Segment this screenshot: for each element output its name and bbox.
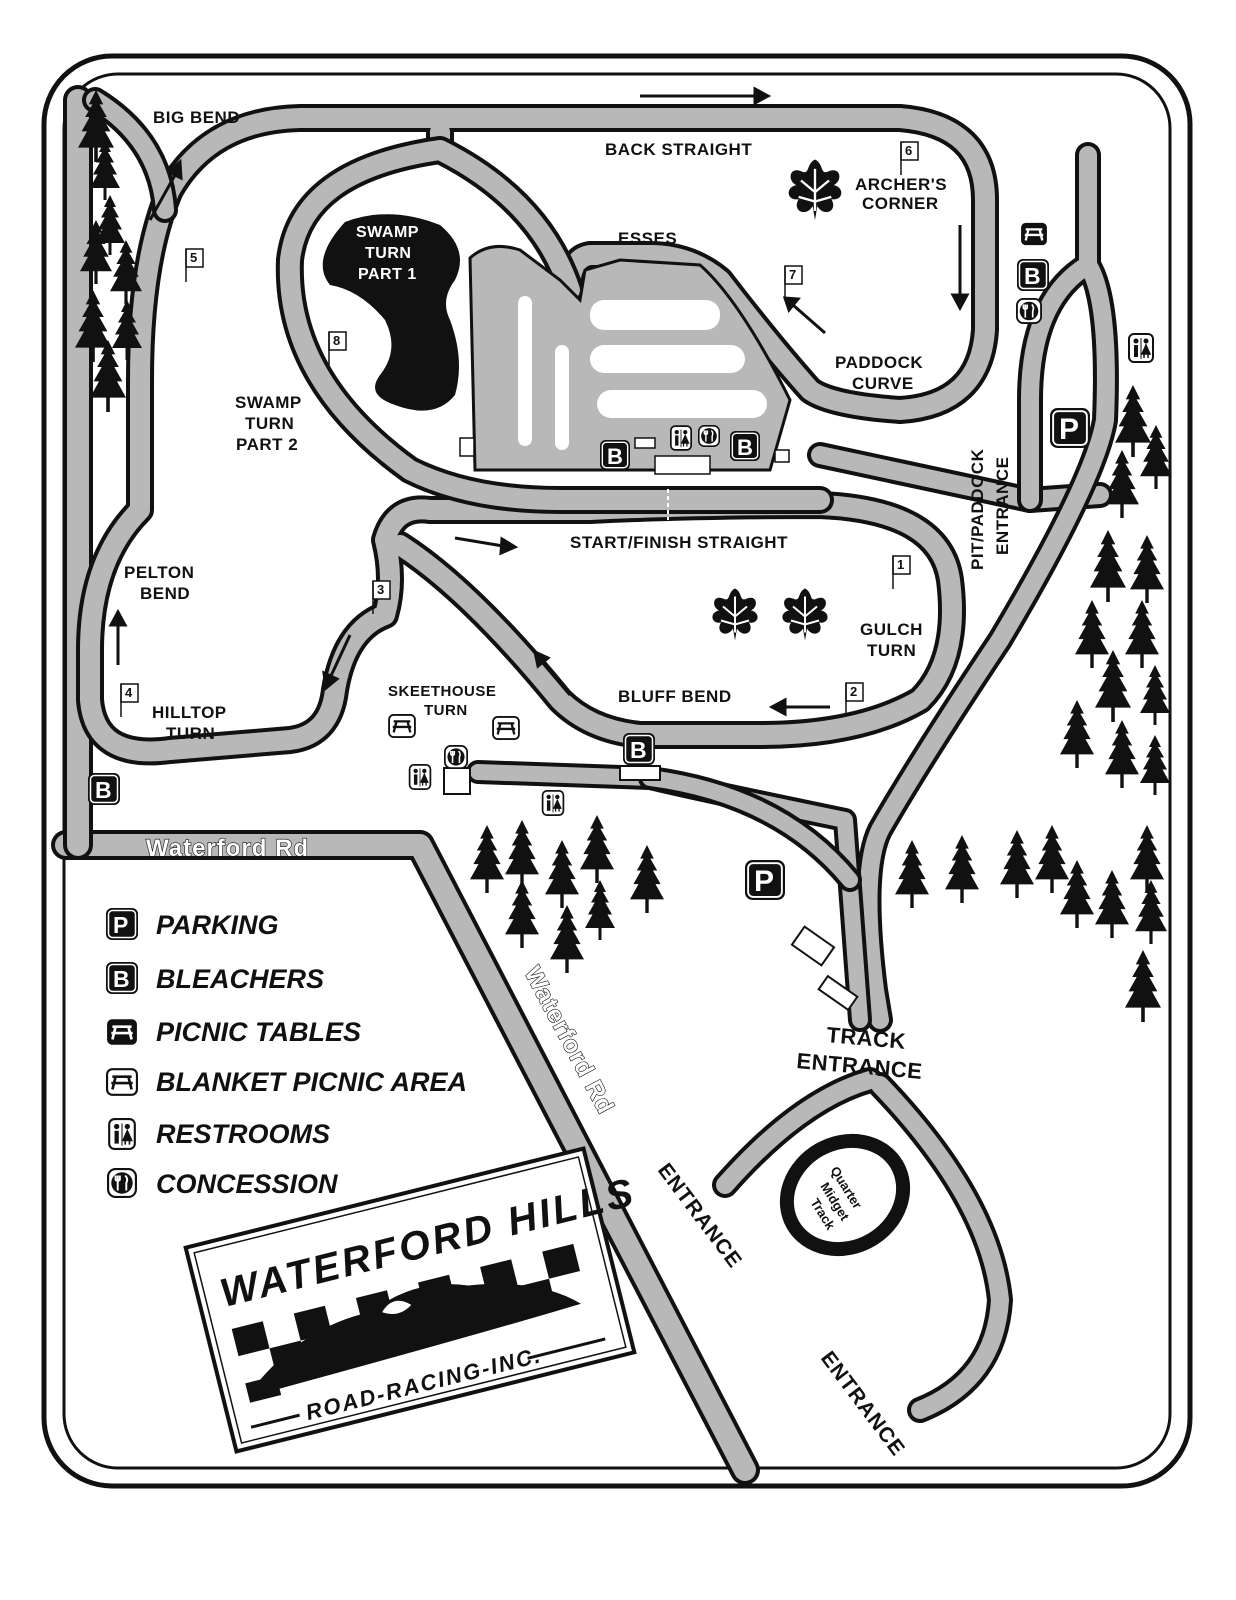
- building-marker: [443, 767, 471, 795]
- hilltop-turn-label-2: TURN: [166, 724, 215, 743]
- blanket-picnic-icon: [492, 716, 520, 740]
- legend-bleachers-symbol: B: [113, 966, 130, 992]
- blanket-picnic-icon: [388, 714, 416, 738]
- legend-restrooms-label: RESTROOMS: [156, 1119, 330, 1149]
- concession-icon: [698, 425, 720, 447]
- swamp-turn-2-label-2: TURN: [245, 414, 294, 433]
- restroom-icon: [541, 790, 565, 816]
- corner-flags: 1 2 3 4 5 6 7 8: [120, 141, 919, 717]
- bush: [711, 587, 759, 642]
- swamp-turn-1-label-1: SWAMP: [356, 224, 419, 241]
- restroom-icon: [408, 764, 432, 790]
- concession-icon: [444, 745, 468, 769]
- legend: P PARKING B BLEACHERS PICNIC TABLES BLAN…: [106, 908, 467, 1199]
- concession-icon: [107, 1168, 137, 1198]
- pit-paddock-label-1: PIT/PADDOCK: [968, 448, 987, 570]
- bleachers-icon: B: [95, 777, 112, 803]
- bleachers-icon: B: [737, 435, 753, 460]
- bleachers-icon: B: [607, 444, 623, 469]
- flag-1-number: 1: [897, 557, 904, 572]
- waterford-rd-top-label: Waterford Rd: [146, 835, 309, 862]
- esses-label: ESSES: [618, 229, 677, 248]
- swamp-turn-1-label-2: TURN: [365, 245, 411, 262]
- map-icons: B B B B B P P: [88, 222, 1154, 900]
- outer-frame: [41, 53, 1193, 1489]
- legend-bleachers-label: BLEACHERS: [156, 964, 324, 994]
- pelton-bend-label-1: PELTON: [124, 563, 194, 582]
- track-entrance-label-1: TRACK: [826, 1022, 907, 1054]
- picnic-table-icon: [1020, 222, 1048, 246]
- bleachers-icon: B: [630, 737, 647, 763]
- picnic-table-icon: [106, 1018, 138, 1046]
- gulch-turn-label-1: GULCH: [860, 620, 923, 639]
- restroom-icon: [1128, 333, 1154, 363]
- logo: WATERFORD HILLS ROAD-RACING-INC.: [183, 1146, 640, 1454]
- parking-icon: P: [754, 865, 774, 898]
- swamp: [322, 214, 460, 411]
- trees-center: [470, 815, 664, 973]
- restroom-icon: [670, 425, 692, 451]
- swamp-turn-2-label-3: PART 2: [236, 435, 298, 454]
- hilltop-turn-label-1: HILLTOP: [152, 703, 227, 722]
- legend-picnic-label: PICNIC TABLES: [156, 1017, 361, 1047]
- legend-blanket-label: BLANKET PICNIC AREA: [156, 1067, 467, 1097]
- pit-paddock-label-2: ENTRANCE: [993, 457, 1012, 555]
- bleacher-structure: [619, 765, 661, 781]
- flag-3-number: 3: [377, 582, 384, 597]
- back-straight-label: BACK STRAIGHT: [605, 140, 752, 159]
- bleachers-icon: B: [1024, 263, 1041, 289]
- road-network: [51, 85, 1119, 1485]
- entrance-label-2: ENTRANCE: [816, 1347, 909, 1460]
- quarter-midget-track: Quarter Midget Track: [779, 1133, 911, 1257]
- swamp-turn-2-label-1: SWAMP: [235, 393, 302, 412]
- parking-lot-marker: [817, 974, 859, 1012]
- restroom-icon: [108, 1118, 136, 1150]
- flag-8-number: 8: [333, 333, 340, 348]
- parking-lot-marker: [790, 925, 836, 967]
- legend-parking-symbol: P: [113, 912, 128, 938]
- bush: [781, 587, 829, 642]
- swamp-turn-1-label-3: PART 1: [358, 266, 417, 283]
- paddock-curve-label-2: CURVE: [852, 374, 914, 393]
- big-bend-label: BIG BEND: [153, 108, 240, 127]
- flag-4-number: 4: [125, 685, 133, 700]
- legend-concession-label: CONCESSION: [156, 1169, 338, 1199]
- legend-parking-label: PARKING: [156, 910, 279, 940]
- paddock-area: [459, 244, 792, 520]
- blanket-picnic-icon: [106, 1068, 138, 1096]
- pelton-bend-label-2: BEND: [140, 584, 190, 603]
- flag-2-number: 2: [850, 684, 857, 699]
- trees-lower-right: [895, 825, 1167, 1022]
- flag-7-number: 7: [789, 267, 796, 282]
- bush: [787, 158, 843, 222]
- skeethouse-turn-label-2: TURN: [424, 702, 468, 719]
- flag-5-number: 5: [190, 250, 197, 265]
- flag-6-number: 6: [905, 143, 912, 158]
- gulch-turn-label-2: TURN: [867, 641, 916, 660]
- direction-arrows: [108, 86, 970, 717]
- start-finish-label: START/FINISH STRAIGHT: [570, 533, 788, 552]
- archers-corner-label-1: ARCHER'S: [855, 175, 947, 194]
- archers-corner-label-2: CORNER: [862, 194, 939, 213]
- parking-icon: P: [1059, 413, 1079, 446]
- paddock-curve-label-1: PADDOCK: [835, 353, 923, 372]
- concession-icon: [1016, 298, 1042, 324]
- skeethouse-turn-label-1: SKEETHOUSE: [388, 683, 496, 700]
- bluff-bend-label: BLUFF BEND: [618, 687, 732, 706]
